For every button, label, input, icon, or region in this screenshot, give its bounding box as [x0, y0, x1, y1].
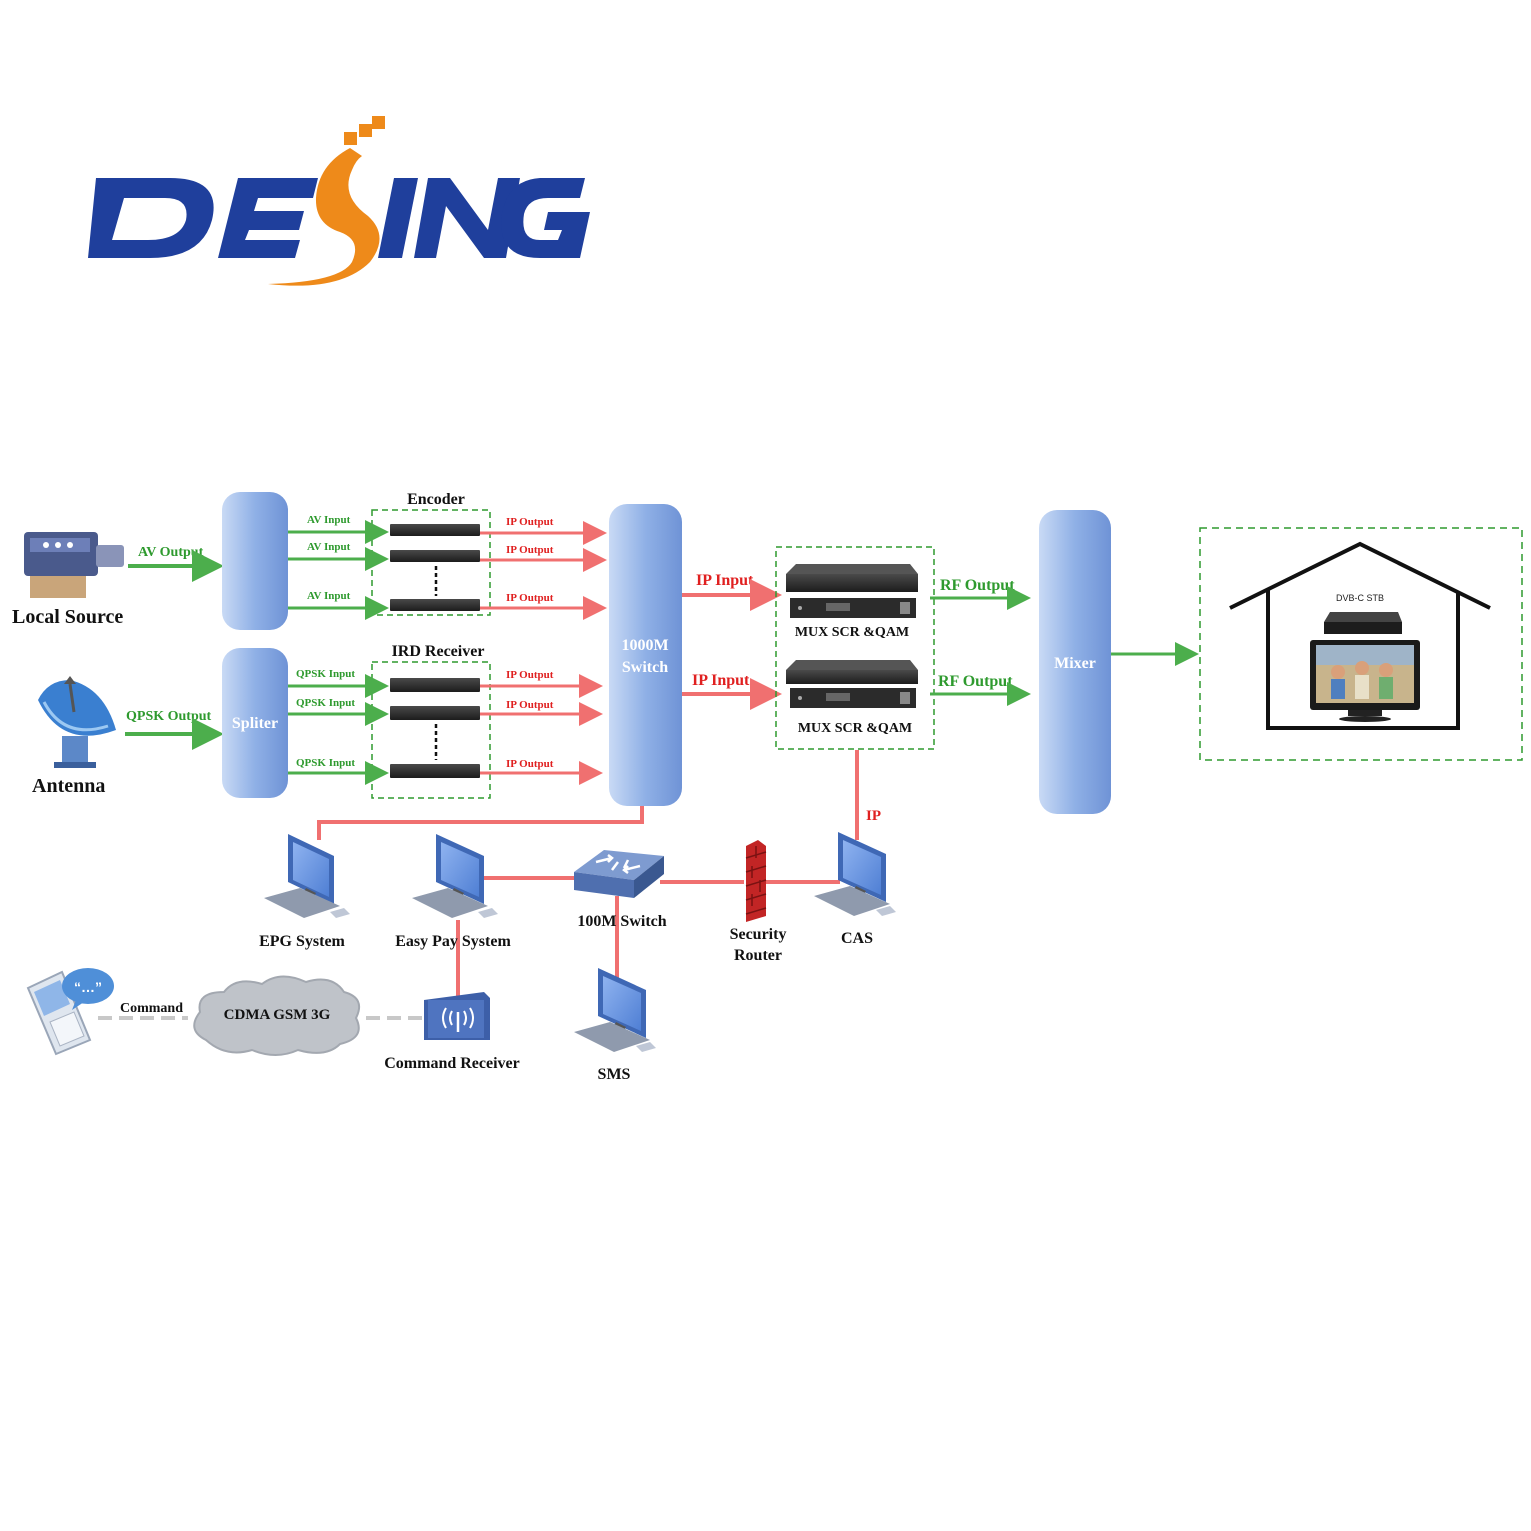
network-switch-icon: [574, 850, 664, 898]
mixer-pillar: [1039, 510, 1111, 814]
cas-label: CAS: [841, 930, 873, 947]
qpsk-input-label: QPSK Input: [296, 697, 355, 709]
satellite-dish-icon: [38, 676, 116, 768]
ip-output-label: IP Output: [506, 758, 554, 770]
av-input-label: AV Input: [307, 514, 351, 526]
ip-input-label: IP Input: [692, 672, 750, 689]
command-receiver-label: Command Receiver: [384, 1055, 520, 1072]
ird-row-1: QPSK Input IP Output: [288, 668, 603, 698]
house-icon: [1229, 541, 1491, 730]
mux-device-2: [786, 660, 918, 708]
rf-output-label: RF Output: [938, 673, 1013, 690]
encoder-device: [390, 524, 480, 536]
encoder-title: Encoder: [407, 491, 465, 508]
switch-1000m-line1: 1000M: [621, 637, 668, 654]
splitter-label: Spliter: [232, 715, 278, 732]
ird-title: IRD Receiver: [392, 643, 485, 660]
av-output-label: AV Output: [138, 545, 204, 560]
ip-output-label: IP Output: [506, 669, 554, 681]
firewall-icon: [745, 840, 767, 922]
qpsk-output-label: QPSK Output: [126, 709, 212, 724]
tv-icon: [1310, 640, 1420, 722]
computer-icon: [814, 832, 896, 916]
stb-label: DVB-C STB: [1336, 593, 1384, 603]
easy-pay-system-label: Easy Pay System: [395, 933, 511, 950]
ip-label: IP: [866, 808, 881, 824]
mux-label: MUX SCR &QAM: [795, 625, 909, 640]
encoder-device: [390, 599, 480, 611]
receiver-icon: [424, 992, 490, 1040]
mixer-label: Mixer: [1054, 655, 1096, 672]
av-input-label: AV Input: [307, 541, 351, 553]
encoder-row-1: AV Input IP Output: [288, 514, 607, 545]
home-group-box: [1199, 527, 1523, 761]
computer-icon: [264, 834, 350, 918]
computer-icon: [574, 968, 656, 1052]
qpsk-input-label: QPSK Input: [296, 668, 355, 680]
encoder-row-3: AV Input IP Output: [288, 590, 607, 620]
ird-row-3: QPSK Input IP Output: [288, 757, 603, 785]
rf-output-label: RF Output: [940, 577, 1015, 594]
epg-system-label: EPG System: [259, 933, 345, 950]
av-input-label: AV Input: [307, 590, 351, 602]
svg-text:“…”: “…”: [74, 979, 102, 995]
ip-output-label: IP Output: [506, 516, 554, 528]
ird-device: [390, 678, 480, 692]
av-splitter-pillar: [222, 492, 288, 630]
mux-device-1: [786, 564, 918, 618]
ird-device: [390, 764, 480, 778]
local-source-label: Local Source: [12, 606, 123, 628]
command-label: Command: [120, 1001, 183, 1016]
ird-device: [390, 706, 480, 720]
set-top-box-icon: [1324, 612, 1402, 634]
mux-label: MUX SCR &QAM: [798, 721, 912, 736]
sms-label: SMS: [598, 1066, 631, 1083]
encoder-row-2: AV Input IP Output: [288, 541, 607, 572]
ip-output-label: IP Output: [506, 699, 554, 711]
security-router-label-line1: Security: [730, 926, 787, 943]
encoder-device: [390, 550, 480, 562]
cloud-icon: [193, 975, 360, 1056]
ird-row-2: QPSK Input IP Output: [288, 697, 603, 726]
qpsk-splitter-pillar: [222, 648, 288, 798]
desing-logo: [88, 116, 590, 286]
qpsk-input-label: QPSK Input: [296, 757, 355, 769]
switch-1000m-line2: Switch: [622, 659, 668, 676]
switch-epg-link: [317, 806, 644, 840]
ip-input-label: IP Input: [696, 572, 754, 589]
camera-icon: [24, 532, 124, 598]
switch-1000m-pillar: [609, 504, 682, 806]
mobile-phone-icon: “…”: [26, 968, 114, 1056]
computer-icon: [412, 834, 498, 918]
ird-group-box: [371, 661, 491, 799]
security-router-label-line2: Router: [734, 947, 782, 964]
ip-output-label: IP Output: [506, 592, 554, 604]
ip-output-label: IP Output: [506, 544, 554, 556]
antenna-label: Antenna: [32, 775, 105, 797]
cloud-label: CDMA GSM 3G: [224, 1007, 331, 1023]
switch-100m-label: 100M Switch: [577, 913, 666, 930]
